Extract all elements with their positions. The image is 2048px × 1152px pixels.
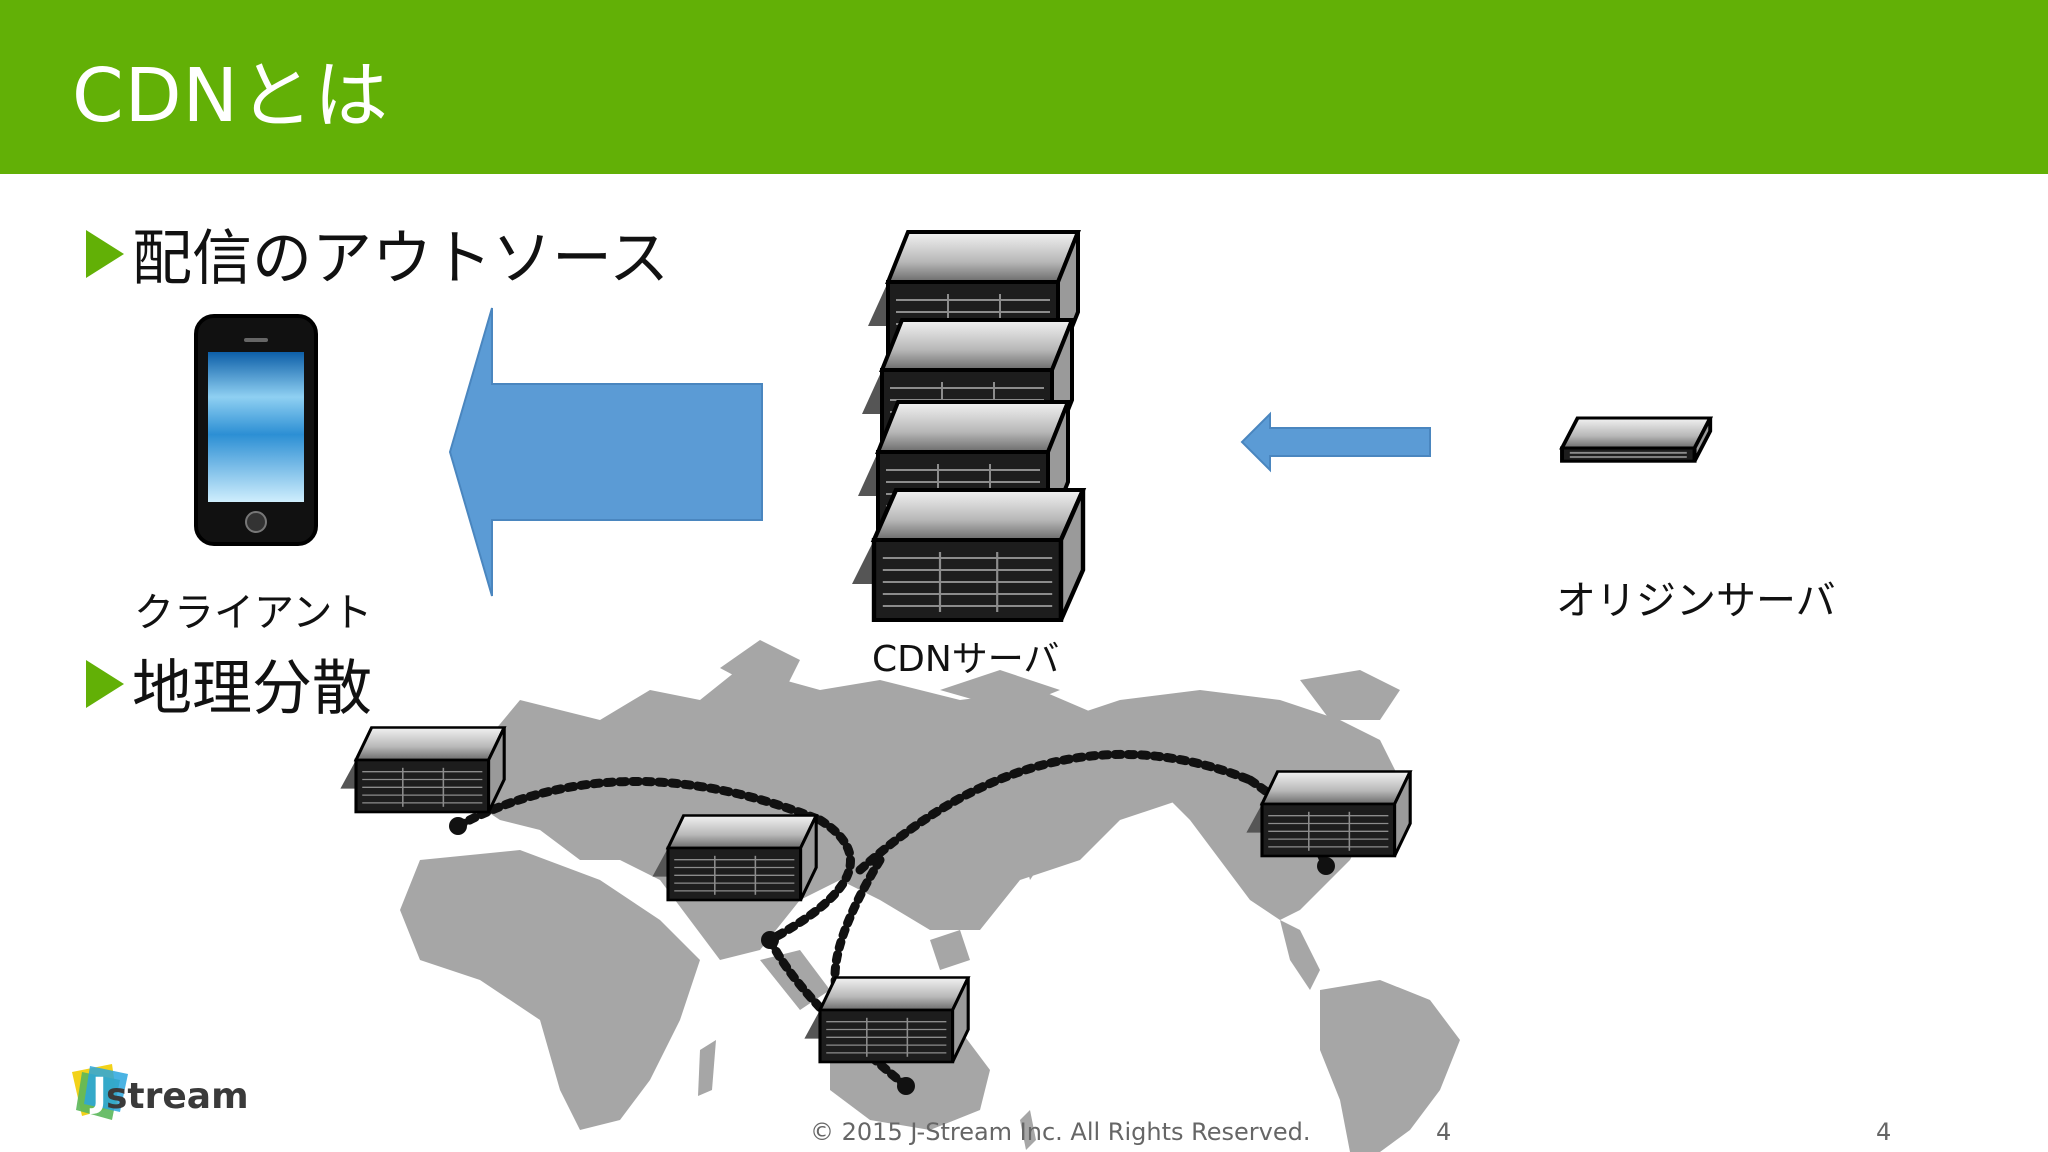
arrow-left-icon xyxy=(448,307,763,597)
bullet-triangle-icon xyxy=(86,659,124,708)
bullet-outsource: 配信のアウトソース xyxy=(86,210,669,297)
server-icon xyxy=(338,725,506,814)
page-number: 4 xyxy=(1876,1118,1892,1146)
server-icon xyxy=(650,813,818,902)
slide-title: CDNとは xyxy=(72,53,390,139)
svg-text:J: J xyxy=(89,1070,107,1116)
server-icon xyxy=(852,230,1083,620)
jstream-logo-text: stream xyxy=(106,1076,249,1117)
cdn-node-points xyxy=(449,817,1335,1095)
label-cdn-server: CDNサーバ xyxy=(872,639,1060,680)
server-icon xyxy=(802,975,970,1064)
world-map xyxy=(400,640,1460,1152)
label-client: クライアント xyxy=(134,590,373,636)
arrow-left-icon xyxy=(1240,411,1431,473)
server-icon xyxy=(1559,416,1714,463)
title-bar: CDNとは xyxy=(0,0,2048,174)
jstream-logo-mark: J xyxy=(72,1064,128,1120)
bullet-text: 地理分散 xyxy=(132,654,372,724)
bullet-geo-distribution: 地理分散 xyxy=(86,640,372,727)
label-origin-server: オリジンサーバ xyxy=(1556,578,1836,624)
page-number: 4 xyxy=(1436,1118,1452,1146)
copyright-text: © 2015 J-Stream Inc. All Rights Reserved… xyxy=(810,1118,1311,1146)
smartphone-icon xyxy=(194,314,318,546)
server-icon xyxy=(1244,769,1412,858)
bullet-text: 配信のアウトソース xyxy=(132,224,669,294)
bullet-triangle-icon xyxy=(86,229,124,278)
